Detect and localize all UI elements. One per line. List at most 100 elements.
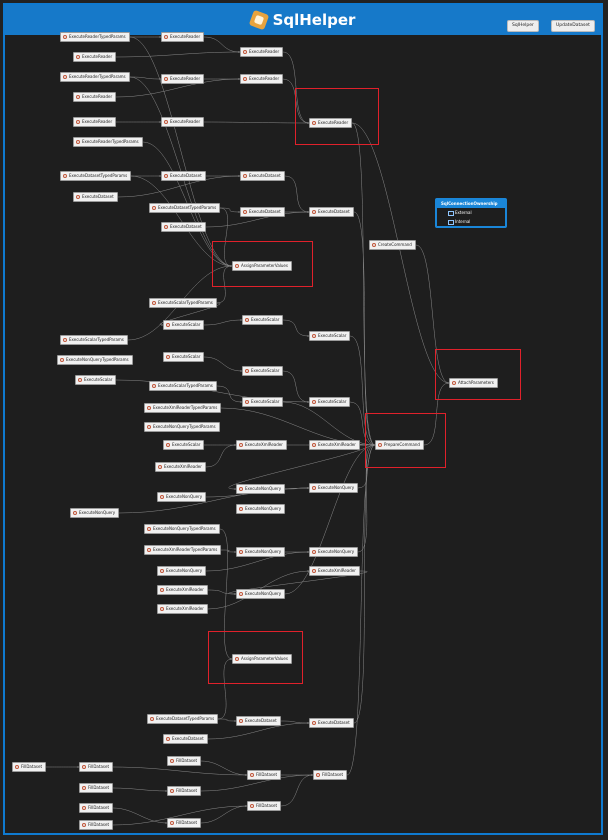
edge-n8-n7 (115, 78, 241, 98)
window-title: SqlHelper (5, 5, 601, 35)
method-icon (60, 357, 64, 362)
node-n50[interactable]: ExecuteNonQuery (236, 547, 286, 557)
node-n55[interactable]: ExecuteXmlReader (157, 604, 208, 614)
node-n53[interactable]: ExecuteXmlReader (157, 585, 208, 595)
node-n5[interactable]: ExecuteReader (73, 52, 117, 62)
node-n18[interactable]: ExecuteDataset (240, 207, 285, 217)
method-icon (147, 547, 151, 552)
node-n9[interactable]: ExecuteReader (73, 117, 117, 127)
node-label: ExecuteReaderTypedParams (69, 34, 126, 39)
node-n71[interactable]: FillDataset (247, 801, 282, 811)
node-n34[interactable]: ExecuteXmlReaderTypedParams (144, 403, 222, 413)
node-n3[interactable]: ExecuteReader (240, 47, 284, 57)
method-icon (312, 549, 316, 554)
method-icon (164, 119, 168, 124)
node-n26[interactable]: ExecuteScalar (309, 331, 351, 341)
node-n20[interactable]: ExecuteDataset (161, 222, 206, 232)
node-n69[interactable]: FillDataset (79, 803, 114, 813)
node-n6[interactable]: ExecuteReader (161, 74, 205, 84)
node-n13[interactable]: ExecuteDatasetTypedParams (60, 171, 132, 181)
node-n4[interactable]: ExecuteReaderTypedParams (60, 72, 130, 82)
node-n40[interactable]: ExecuteXmlReader (236, 440, 287, 450)
edge-n70-n71 (200, 805, 248, 824)
node-n44[interactable]: ExecuteNonQuery (236, 484, 286, 494)
node-n28[interactable]: ExecuteNonQueryTypedParams (57, 355, 133, 365)
header-button-updatedataset[interactable]: UpdateDataset (551, 20, 595, 32)
node-n43[interactable]: ExecuteNonQuery (157, 492, 207, 502)
node-n45[interactable]: ExecuteNonQuery (309, 483, 359, 493)
node-n66[interactable]: FillDataset (167, 786, 202, 796)
node-n37[interactable]: ExecuteNonQueryTypedParams (144, 422, 220, 432)
node-n61[interactable]: ExecuteDataset (163, 734, 208, 744)
node-n32[interactable]: AttachParameters (449, 378, 498, 388)
node-label: AssignParameterValues (241, 263, 288, 268)
node-n17[interactable]: ExecuteDatasetTypedParams (149, 203, 221, 213)
node-n15[interactable]: ExecuteDataset (240, 171, 285, 181)
method-icon (312, 120, 316, 125)
node-n24[interactable]: ExecuteScalar (163, 320, 205, 330)
node-n23[interactable]: ExecuteScalarTypedParams (149, 298, 217, 308)
node-n14[interactable]: ExecuteDataset (161, 171, 206, 181)
node-label: FillDataset (322, 772, 344, 777)
method-icon (312, 485, 316, 490)
node-n11[interactable]: ExecuteReader (309, 118, 353, 128)
method-icon (250, 772, 254, 777)
node-n25[interactable]: ExecuteScalar (242, 315, 284, 325)
node-n60[interactable]: ExecuteDataset (309, 718, 354, 728)
node-n42[interactable]: ExecuteXmlReader (309, 440, 360, 450)
node-n21[interactable]: CreateCommand (369, 240, 416, 250)
node-n16[interactable]: ExecuteDataset (73, 192, 118, 202)
node-label: ExecuteScalarTypedParams (69, 337, 124, 342)
node-n38[interactable]: ExecuteScalar (163, 440, 205, 450)
node-n31[interactable]: ExecuteScalar (309, 397, 351, 407)
node-n48[interactable]: ExecuteNonQueryTypedParams (144, 524, 220, 534)
node-label: ExecuteReaderTypedParams (69, 74, 126, 79)
node-n33[interactable]: ExecuteScalarTypedParams (149, 381, 217, 391)
node-n70[interactable]: FillDataset (167, 818, 202, 828)
node-n46[interactable]: ExecuteNonQuery (236, 504, 286, 514)
node-n36[interactable]: ExecuteScalar (242, 397, 284, 407)
node-label: ExecuteScalarTypedParams (158, 383, 213, 388)
node-n30[interactable]: ExecuteScalar (242, 366, 284, 376)
node-n35[interactable]: ExecuteScalar (75, 375, 117, 385)
node-n62[interactable]: FillDataset (12, 762, 47, 772)
node-n27[interactable]: ExecuteScalarTypedParams (60, 335, 128, 345)
node-n47[interactable]: ExecuteNonQuery (70, 508, 120, 518)
node-n54[interactable]: ExecuteNonQuery (236, 589, 286, 599)
node-n41[interactable]: PrepareCommand (375, 440, 424, 450)
node-n22[interactable]: AssignParameterValues (232, 261, 292, 271)
node-n1[interactable]: ExecuteReaderTypedParams (60, 32, 130, 42)
node-n59[interactable]: ExecuteDataset (236, 716, 281, 726)
method-icon (166, 442, 170, 447)
node-n68[interactable]: FillDataset (167, 756, 202, 766)
node-n10[interactable]: ExecuteReader (161, 117, 205, 127)
node-n8[interactable]: ExecuteReader (73, 92, 117, 102)
node-n29[interactable]: ExecuteScalar (163, 352, 205, 362)
node-n19[interactable]: ExecuteDataset (309, 207, 354, 217)
header-button-sqlhelper[interactable]: SqlHelper (507, 20, 539, 32)
enum-title: SqlConnectionOwnership (437, 200, 505, 208)
node-n72[interactable]: FillDataset (79, 820, 114, 830)
method-icon (76, 119, 80, 124)
node-n39[interactable]: ExecuteXmlReader (155, 462, 206, 472)
node-n64[interactable]: FillDataset (247, 770, 282, 780)
node-n7[interactable]: ExecuteReader (240, 74, 284, 84)
node-n51[interactable]: ExecuteNonQuery (309, 547, 359, 557)
node-n49[interactable]: ExecuteXmlReaderTypedParams (144, 545, 222, 555)
method-icon (316, 772, 320, 777)
node-n67[interactable]: FillDataset (313, 770, 348, 780)
node-n56[interactable]: ExecuteXmlReader (309, 566, 360, 576)
node-n65[interactable]: FillDataset (79, 783, 114, 793)
node-label: ExecuteDataset (245, 718, 277, 723)
node-n58[interactable]: ExecuteDatasetTypedParams (147, 714, 219, 724)
edge-n7-n11 (282, 78, 310, 124)
enum-sqlconnectionownership[interactable]: SqlConnectionOwnership External Internal (435, 198, 507, 228)
node-n63[interactable]: FillDataset (79, 762, 114, 772)
node-n2[interactable]: ExecuteReader (161, 32, 205, 42)
node-label: ExecuteXmlReader (318, 568, 356, 573)
highlight-box-preparecommand (365, 413, 446, 468)
node-n57[interactable]: AssignParameterValues (232, 654, 292, 664)
node-n12[interactable]: ExecuteReaderTypedParams (73, 137, 143, 147)
node-n52[interactable]: ExecuteNonQuery (157, 566, 207, 576)
method-icon (372, 242, 376, 247)
